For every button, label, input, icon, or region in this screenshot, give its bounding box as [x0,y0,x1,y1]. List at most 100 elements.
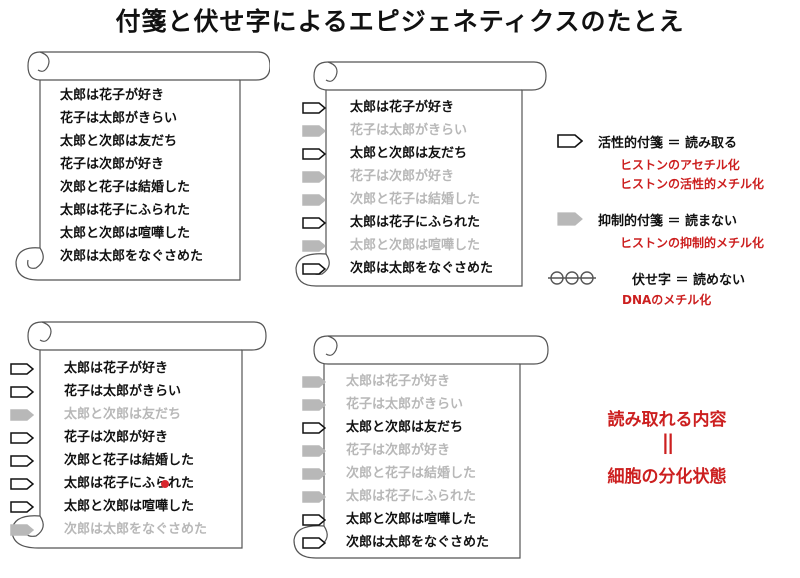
scroll-line-text: 次郎と花子は結婚した [346,466,477,481]
scroll-line: 太郎と次郎は友だち [302,416,522,439]
scroll-line-text: 太郎と次郎は喧嘩した [64,499,195,514]
scroll-tagged-a: 太郎は花子が好き花子は太郎がきらい太郎と次郎は友だち花子は次郎が好き次郎と花子は… [286,58,548,290]
repressive-tag-icon [302,240,326,252]
scroll-line: 太郎と次郎は喧嘩した [60,222,280,245]
active-tag-icon [302,102,326,114]
scroll-line-text: 太郎は花子にふられた [346,489,477,504]
scroll-line: 太郎は花子が好き [60,84,280,107]
scroll-line-text: 太郎と次郎は友だち [64,407,182,422]
scroll-line-text: 太郎は花子にふられた [60,203,191,218]
active-tag-icon [302,422,326,434]
repressive-tag-icon [302,468,326,480]
result-readable-content: 読み取れる内容 [607,410,727,430]
scroll-line: 太郎と次郎は友だち [302,142,522,165]
repressive-tag-icon [302,376,326,388]
scroll-line-text: 次郎は太郎をなぐさめた [346,535,490,550]
scroll-line-text: 太郎は花子が好き [64,361,169,376]
active-tag-icon [302,514,326,526]
legend-active-sub-2: ヒストンの活性的メチル化 [620,177,765,191]
active-tag-icon [10,432,34,444]
scroll-lines: 太郎は花子が好き花子は太郎がきらい太郎と次郎は友だち花子は次郎が好き次郎と花子は… [60,84,280,268]
scroll-line-text: 次郎と花子は結婚した [350,192,481,207]
repressive-tag-icon [10,524,34,536]
scroll-plain: 太郎は花子が好き花子は太郎がきらい太郎と次郎は友だち花子は次郎が好き次郎と花子は… [8,48,270,283]
scroll-line-text: 太郎と次郎は喧嘩した [350,238,481,253]
scroll-tagged-b: 太郎は花子が好き花子は太郎がきらい太郎と次郎は友だち花子は次郎が好き次郎と花子は… [6,318,268,553]
scroll-line-text: 太郎と次郎は友だち [60,134,178,149]
scroll-line: 花子は太郎がきらい [60,107,280,130]
scroll-line: 太郎と次郎は喧嘩した [302,234,522,257]
scroll-line: 次郎は太郎をなぐさめた [302,257,522,280]
repressive-tag-icon [302,399,326,411]
mouse-cursor-dot [161,480,169,488]
scroll-line: 次郎と花子は結婚した [302,462,522,485]
scroll-line-text: 花子は太郎がきらい [60,111,178,126]
scroll-line-text: 次郎と花子は結婚した [60,180,191,195]
scroll-line: 次郎は太郎をなぐさめた [60,245,280,268]
scroll-line: 太郎と次郎は喧嘩した [10,495,230,518]
scroll-line: 太郎は花子にふられた [302,485,522,508]
scroll-line-text: 次郎は太郎をなぐさめた [64,522,208,537]
scroll-line: 太郎は花子にふられた [302,211,522,234]
scroll-line: 太郎は花子にふられた [60,199,280,222]
scroll-line: 花子は太郎がきらい [302,119,522,142]
scroll-line-text: 太郎は花子が好き [346,374,451,389]
scroll-lines: 太郎は花子が好き花子は太郎がきらい太郎と次郎は友だち花子は次郎が好き次郎と花子は… [302,96,522,280]
scroll-line: 太郎は花子が好き [10,357,230,380]
scroll-outline [293,335,549,559]
scroll-line: 花子は太郎がきらい [302,393,522,416]
repressive-tag-icon [10,409,34,421]
scroll-line-text: 太郎と次郎は友だち [350,146,468,161]
scroll-line: 次郎と花子は結婚した [60,176,280,199]
repressive-tag-icon [302,125,326,137]
scroll-line-text: 太郎と次郎は喧嘩した [60,226,191,241]
scroll-line-text: 花子は次郎が好き [346,443,451,458]
scroll-line: 次郎と花子は結婚した [302,188,522,211]
scroll-line: 太郎と次郎は友だち [60,130,280,153]
scroll-line: 花子は次郎が好き [302,439,522,462]
scroll-lines: 太郎は花子が好き花子は太郎がきらい太郎と次郎は友だち花子は次郎が好き次郎と花子は… [10,357,230,541]
scroll-line: 花子は太郎がきらい [10,380,230,403]
repressive-tag-icon [302,171,326,183]
repressive-tag-icon [302,445,326,457]
active-tag-icon [10,478,34,490]
scroll-line: 花子は次郎が好き [10,426,230,449]
scroll-line-text: 太郎は花子にふられた [350,215,481,230]
scroll-line: 太郎と次郎は喧嘩した [302,508,522,531]
active-tag-icon [10,501,34,513]
active-tag-icon [302,217,326,229]
active-tag-icon [10,363,34,375]
scroll-line-text: 太郎は花子にふられた [64,476,195,491]
scroll-line-text: 花子は次郎が好き [64,430,169,445]
scroll-line-text: 花子は太郎がきらい [346,397,464,412]
scroll-line: 花子は次郎が好き [302,165,522,188]
repressive-tag-icon [302,491,326,503]
legend-active-label: 活性的付箋 ＝ 読み取る [598,136,738,151]
result-differentiation-state: 細胞の分化状態 [607,467,727,487]
scroll-line-text: 次郎は太郎をなぐさめた [60,249,204,264]
scroll-line-text: 花子は太郎がきらい [350,123,468,138]
active-tag-icon [10,455,34,467]
legend-mask-label: 伏せ字 ＝ 読めない [632,273,746,288]
scroll-line: 太郎は花子が好き [302,370,522,393]
scroll-line-text: 太郎は花子が好き [60,88,165,103]
scroll-line: 次郎は太郎をなぐさめた [302,531,522,554]
legend-repressive-label: 抑制的付箋 ＝ 読まない [598,214,738,229]
scroll-line: 太郎は花子にふられた [10,472,230,495]
result-equals: || [661,430,675,454]
scroll-outline [295,61,547,287]
scroll-line-text: 次郎は太郎をなぐさめた [350,261,494,276]
scroll-line: 太郎と次郎は友だち [10,403,230,426]
scroll-lines: 太郎は花子が好き花子は太郎がきらい太郎と次郎は友だち花子は次郎が好き次郎と花子は… [302,370,522,554]
scroll-line-text: 次郎と花子は結婚した [64,453,195,468]
scroll-line: 花子は次郎が好き [60,153,280,176]
page-title: 付箋と伏せ字によるエピジェネティクスのたとえ [115,7,685,36]
scroll-line-text: 太郎は花子が好き [350,100,455,115]
scroll-line-text: 花子は太郎がきらい [64,384,182,399]
legend-mask-sub: DNAのメチル化 [622,293,712,307]
scroll-tagged-c: 太郎は花子が好き花子は太郎がきらい太郎と次郎は友だち花子は次郎が好き次郎と花子は… [284,332,550,562]
scroll-line-text: 花子は次郎が好き [60,157,165,172]
repressive-tag-icon [302,194,326,206]
active-tag-icon [557,134,583,148]
active-tag-icon [302,537,326,549]
